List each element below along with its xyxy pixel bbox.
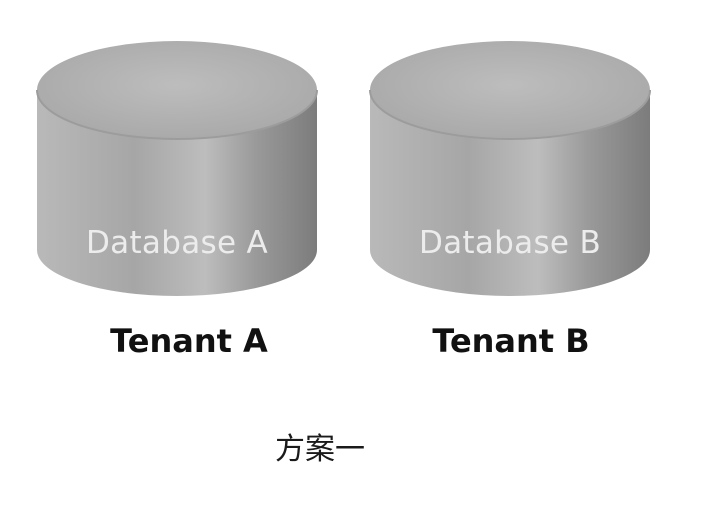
database-a-label: Database A	[86, 225, 268, 261]
diagram-caption: 方案一	[275, 432, 365, 467]
database-a-cylinder: Database A	[34, 38, 320, 300]
database-b-label: Database B	[418, 225, 602, 261]
database-b-cylinder: Database B	[367, 38, 653, 300]
tenant-b-label: Tenant B	[432, 322, 590, 360]
cylinder-shape	[36, 41, 318, 296]
tenant-a-label: Tenant A	[110, 322, 268, 360]
cylinder-shape	[369, 41, 651, 296]
